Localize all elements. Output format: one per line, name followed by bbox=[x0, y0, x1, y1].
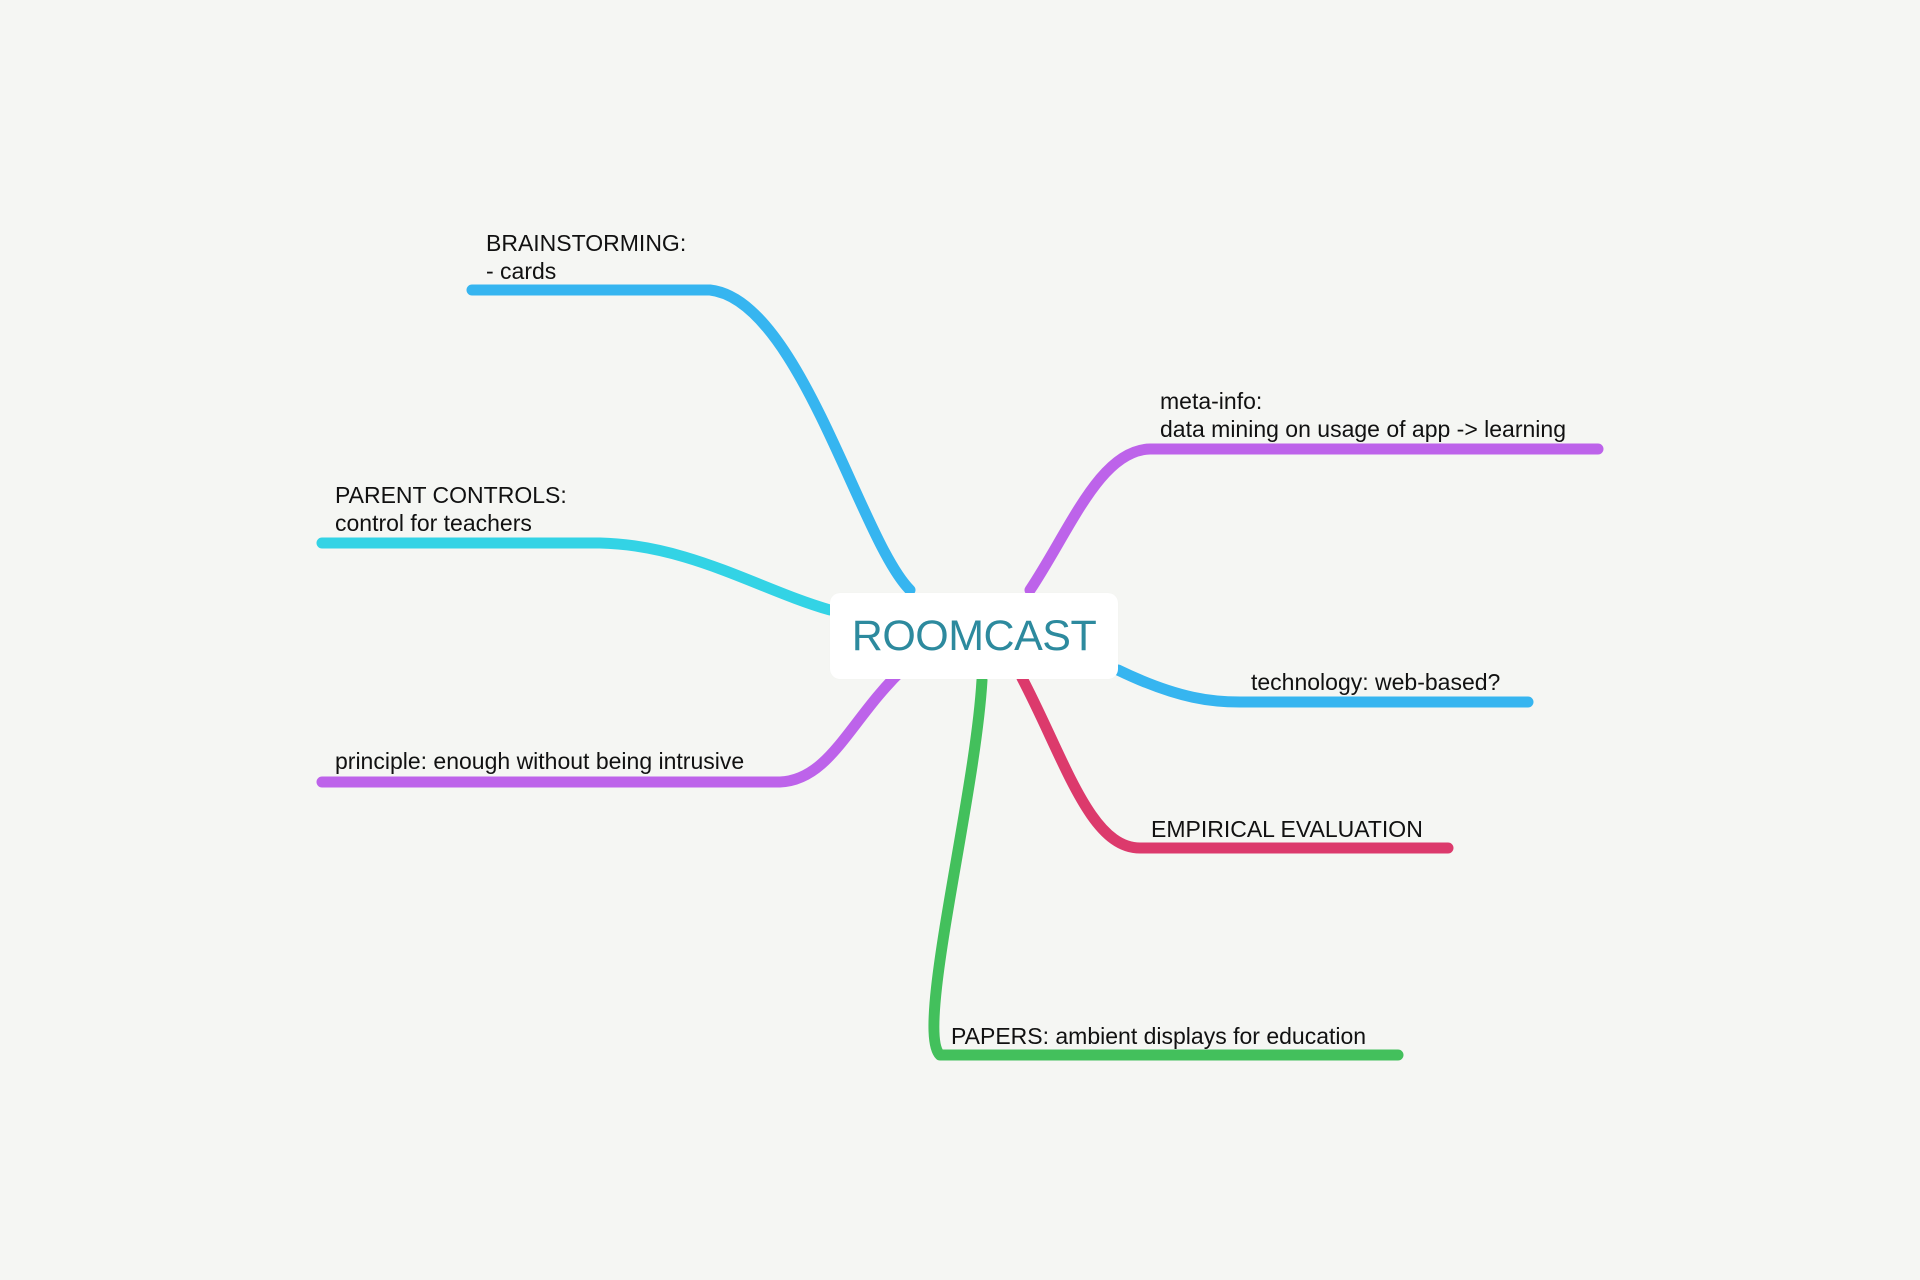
central-topic[interactable]: ROOMCAST bbox=[830, 593, 1118, 679]
central-topic-label: ROOMCAST bbox=[851, 611, 1097, 660]
topic-meta-info-detail: data mining on usage of app -> learning bbox=[1160, 416, 1566, 442]
branch-line-technology[interactable] bbox=[1112, 664, 1534, 708]
branch-line-brainstorming[interactable] bbox=[466, 284, 916, 596]
topic-meta-info-title: meta-info: bbox=[1160, 388, 1263, 414]
topic-brainstorming-title: BRAINSTORMING: bbox=[486, 230, 687, 256]
branch-line-papers[interactable] bbox=[928, 674, 1404, 1061]
topic-technology-title: technology: web-based? bbox=[1251, 669, 1501, 695]
topic-papers[interactable]: PAPERS: ambient displays for education bbox=[951, 1022, 1366, 1050]
topic-papers-title: PAPERS: ambient displays for education bbox=[951, 1023, 1367, 1049]
topic-technology[interactable]: technology: web-based? bbox=[1251, 668, 1500, 696]
topic-parent-controls-title: PARENT CONTROLS: bbox=[335, 482, 567, 508]
topic-empirical-evaluation[interactable]: EMPIRICAL EVALUATION bbox=[1151, 815, 1423, 843]
branch-line-empirical-evaluation[interactable] bbox=[1016, 672, 1454, 854]
topic-parent-controls[interactable]: PARENT CONTROLS: control for teachers bbox=[335, 481, 567, 537]
topic-principle[interactable]: principle: enough without being intrusiv… bbox=[335, 747, 744, 775]
topic-empirical-evaluation-title: EMPIRICAL EVALUATION bbox=[1151, 816, 1423, 842]
topic-brainstorming[interactable]: BRAINSTORMING: - cards bbox=[486, 229, 686, 285]
branch-line-principle[interactable] bbox=[316, 664, 908, 788]
branch-line-parent-controls[interactable] bbox=[316, 537, 836, 616]
topic-meta-info[interactable]: meta-info: data mining on usage of app -… bbox=[1160, 387, 1566, 443]
topic-parent-controls-detail: control for teachers bbox=[335, 510, 532, 536]
branch-line-meta-info[interactable] bbox=[1024, 443, 1604, 596]
topic-brainstorming-detail: - cards bbox=[486, 258, 557, 284]
topic-principle-title: principle: enough without being intrusiv… bbox=[335, 748, 745, 774]
